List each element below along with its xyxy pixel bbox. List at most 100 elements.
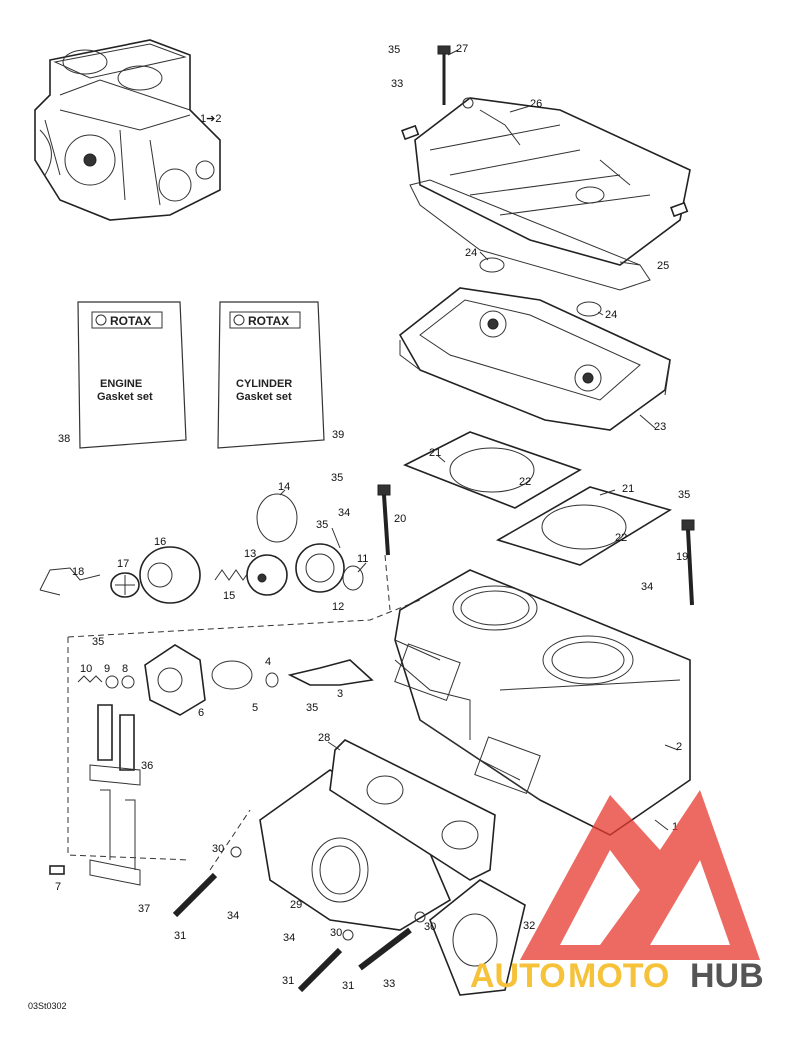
valve-housing-16 <box>139 546 201 604</box>
bracket-37 <box>89 789 141 886</box>
piston-13 <box>246 554 288 596</box>
figure-code: 03St0302 <box>28 1001 67 1011</box>
bolt-20 <box>377 484 391 556</box>
callout-13: 13 <box>244 548 256 560</box>
callout-10: 10 <box>80 663 92 675</box>
callout-23: 23 <box>654 421 666 433</box>
callout-22b: 22 <box>615 532 627 544</box>
callout-33a: 33 <box>391 78 403 90</box>
callout-20: 20 <box>394 513 406 525</box>
o-ring-14 <box>256 493 298 543</box>
assembly-line-manifold <box>209 809 251 871</box>
callout-28: 28 <box>318 732 330 744</box>
o-ring-11 <box>342 565 364 591</box>
callout-3: 3 <box>337 688 343 700</box>
spring-clip-18 <box>39 567 101 596</box>
bellows-12 <box>295 543 345 593</box>
spring-15 <box>214 569 251 581</box>
cap-17 <box>110 572 140 598</box>
callout-35a: 35 <box>388 44 400 56</box>
head-bolt-27 <box>437 45 451 105</box>
callout-38: 38 <box>58 433 70 445</box>
cylinder-kit-subtitle: Gasket set <box>236 391 292 403</box>
callout-labels: 1 2 3 4 5 6 7 8 9 10 11 12 13 14 15 16 1… <box>55 43 690 992</box>
bracket-36 <box>89 704 141 786</box>
callout-34c: 34 <box>227 910 239 922</box>
callout-34d: 34 <box>283 932 295 944</box>
callout-18: 18 <box>72 566 84 578</box>
callout-1: 1 <box>672 821 678 833</box>
assembly-line-rave <box>67 599 421 638</box>
cylinder-head-cover <box>401 97 691 266</box>
callout-8: 8 <box>122 663 128 675</box>
callout-22a: 22 <box>519 476 531 488</box>
callout-31b: 31 <box>282 975 294 987</box>
bolt-31-right <box>358 927 412 971</box>
callout-34a: 34 <box>338 507 350 519</box>
engine-kit-title: ENGINE <box>100 378 142 390</box>
callout-12: 12 <box>332 601 344 613</box>
callout-31a: 31 <box>174 930 186 942</box>
callout-24a: 24 <box>465 247 477 259</box>
spring-10 <box>77 675 103 683</box>
callout-6: 6 <box>198 707 204 719</box>
callout-2: 2 <box>676 741 682 753</box>
callout-35d: 35 <box>316 519 328 531</box>
engine-kit-subtitle: Gasket set <box>97 391 153 403</box>
callout-21b: 21 <box>622 483 634 495</box>
gasket-5 <box>211 660 253 690</box>
callout-26: 26 <box>530 98 542 110</box>
engine-note: 1➔2 <box>200 113 221 125</box>
callout-35c: 35 <box>678 489 690 501</box>
callout-30a: 30 <box>212 843 224 855</box>
callout-14: 14 <box>278 481 290 493</box>
callout-24b: 24 <box>605 309 617 321</box>
callout-17: 17 <box>117 558 129 570</box>
head-gasket-2 <box>496 486 672 566</box>
automotohub-watermark-logo <box>520 790 760 960</box>
callout-16: 16 <box>154 536 166 548</box>
callout-25: 25 <box>657 260 669 272</box>
callout-15: 15 <box>223 590 235 602</box>
bolt-19 <box>681 519 695 606</box>
washer-30-mid <box>414 911 426 923</box>
leader-lines <box>279 49 679 831</box>
callout-19: 19 <box>676 551 688 563</box>
washer-30-upper <box>230 846 242 858</box>
exhaust-gasket-32 <box>429 879 526 996</box>
head-gasket-1 <box>403 431 582 509</box>
watermark-hub: HUB <box>690 957 764 995</box>
assembly-line-valve <box>67 637 191 861</box>
head-cover-gasket <box>409 179 651 291</box>
callout-29: 29 <box>290 899 302 911</box>
screw-7 <box>49 865 65 875</box>
assembly-line-bolt-left <box>384 554 391 611</box>
callout-32: 32 <box>523 920 535 932</box>
callout-27: 27 <box>456 43 468 55</box>
callout-7: 7 <box>55 881 61 893</box>
cylinder-kit-brand: ROTAX <box>248 314 289 328</box>
callout-39: 39 <box>332 429 344 441</box>
watermark-auto: AUTO <box>470 957 566 995</box>
washer-8 <box>121 675 135 689</box>
manifold-gasket-28 <box>329 739 496 881</box>
cylinder-kit-title: CYLINDER <box>236 378 292 390</box>
callout-34b: 34 <box>641 581 653 593</box>
callout-35f: 35 <box>306 702 318 714</box>
cylinder-head <box>398 287 671 431</box>
o-ring-24-right <box>576 301 602 317</box>
callout-4: 4 <box>265 656 271 668</box>
valve-slide-3 <box>287 659 374 686</box>
washer-9 <box>105 675 119 689</box>
watermark-moto: MOTO <box>568 957 669 995</box>
callout-11: 11 <box>357 553 368 565</box>
callout-30c: 30 <box>330 927 342 939</box>
o-ring-4 <box>265 672 279 688</box>
callout-5: 5 <box>252 702 258 714</box>
callout-21a: 21 <box>429 447 441 459</box>
bolt-31-bottom <box>297 947 343 993</box>
o-ring-24-left <box>479 257 505 273</box>
washer-30-low <box>342 929 354 941</box>
engine-gasket-set-booklet: ROTAX ENGINE Gasket set <box>77 301 187 449</box>
